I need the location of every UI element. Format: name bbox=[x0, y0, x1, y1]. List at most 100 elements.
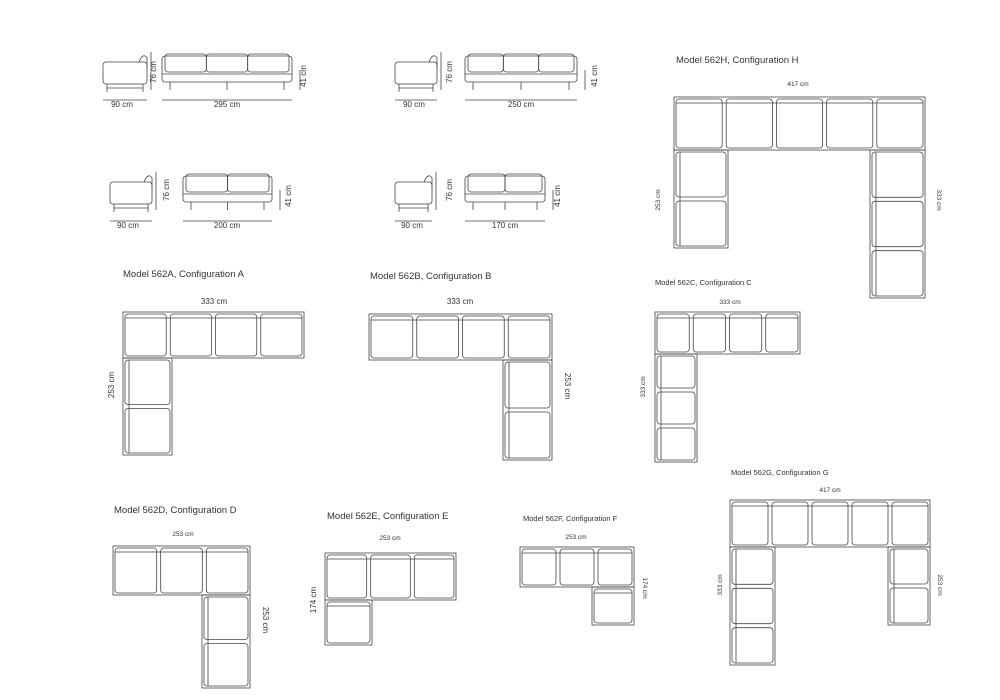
back-cushion bbox=[185, 173, 228, 193]
config-c-title: Model 562C, Configuration C bbox=[655, 278, 752, 287]
config-b-title: Model 562B, Configuration B bbox=[370, 271, 491, 282]
seat-cushion bbox=[871, 151, 924, 198]
seat-cushion bbox=[731, 627, 774, 664]
seat-cushion bbox=[776, 98, 824, 149]
seat-cushion bbox=[597, 548, 633, 586]
config-a-title: Model 562A, Configuration A bbox=[123, 269, 245, 280]
config-d-side: 253 cm bbox=[261, 607, 270, 634]
config-b-side: 253 cm bbox=[563, 373, 572, 400]
seat-cushion bbox=[675, 200, 727, 247]
seat-cushion bbox=[124, 408, 171, 454]
seat-cushion bbox=[114, 547, 158, 594]
config-h-frame bbox=[869, 149, 926, 299]
config-g-side2: 253 cm bbox=[936, 574, 943, 595]
config-f-frame bbox=[591, 586, 635, 626]
seat-cushion bbox=[462, 315, 505, 359]
config-d-width: 253 cm bbox=[172, 531, 193, 538]
config-a-frame bbox=[122, 357, 173, 456]
seat-cushion bbox=[826, 98, 874, 149]
config-h-side: 253 cm bbox=[655, 189, 662, 210]
config-h-title: Model 562H, Configuration H bbox=[676, 55, 799, 66]
back-cushion bbox=[247, 53, 290, 73]
config-d-title: Model 562D, Configuration D bbox=[114, 505, 237, 516]
elev-1-depth: 90 cm bbox=[111, 100, 133, 109]
side-view-body bbox=[394, 61, 438, 85]
elev-2-height: 76 cm bbox=[445, 61, 454, 83]
seat-cushion bbox=[889, 587, 929, 624]
config-g-side: 333 cm bbox=[717, 574, 724, 595]
elev-3-height: 76 cm bbox=[162, 179, 171, 201]
seat-cushion bbox=[811, 501, 849, 546]
back-cushion bbox=[538, 53, 575, 73]
seat-cushion bbox=[593, 588, 633, 624]
seat-cushion bbox=[215, 313, 258, 357]
config-a-frame bbox=[122, 311, 305, 359]
seat-cushion bbox=[124, 313, 167, 357]
config-e-frame bbox=[324, 552, 457, 601]
elev-4-depth: 90 cm bbox=[401, 221, 423, 230]
back-cushion bbox=[467, 173, 506, 193]
seat-cushion bbox=[507, 315, 551, 359]
seat-cushion bbox=[504, 361, 551, 409]
elev-4-seat: 41 cm bbox=[553, 185, 562, 207]
config-e-frame bbox=[324, 599, 373, 646]
config-g-frame bbox=[729, 546, 776, 666]
side-view-body bbox=[394, 181, 433, 205]
config-e-title: Model 562E, Configuration E bbox=[327, 511, 448, 522]
seat-cushion bbox=[656, 427, 696, 461]
elev-1-seat: 41 cm bbox=[299, 65, 308, 87]
elev-2-seat: 41 cm bbox=[590, 65, 599, 87]
config-a-width: 333 cm bbox=[201, 297, 228, 306]
seat-cushion bbox=[729, 313, 763, 353]
config-e-side: 174 cm bbox=[309, 587, 318, 614]
config-g-frame bbox=[729, 499, 931, 548]
seat-cushion bbox=[656, 355, 696, 389]
seat-cushion bbox=[851, 501, 889, 546]
back-cushion bbox=[205, 53, 249, 73]
seat-cushion bbox=[416, 315, 459, 359]
side-view-back bbox=[428, 55, 438, 68]
side-view-body bbox=[102, 61, 148, 85]
side-view-back bbox=[138, 55, 148, 68]
config-b-frame bbox=[502, 359, 553, 461]
config-c-side: 333 cm bbox=[640, 376, 647, 397]
back-cushion bbox=[504, 173, 543, 193]
seat-cushion bbox=[124, 359, 171, 405]
seat-cushion bbox=[675, 98, 723, 149]
seat-cushion bbox=[692, 313, 726, 353]
config-b-width: 333 cm bbox=[447, 297, 474, 306]
seat-cushion bbox=[656, 391, 696, 425]
seat-cushion bbox=[205, 547, 249, 594]
seat-cushion bbox=[260, 313, 303, 357]
elev-3-seat: 41 cm bbox=[284, 185, 293, 207]
elev-1-height: 76 cm bbox=[149, 61, 158, 83]
side-view-back bbox=[423, 175, 433, 188]
seat-cushion bbox=[731, 501, 769, 546]
elev-3-width: 200 cm bbox=[214, 221, 241, 230]
seat-cushion bbox=[203, 596, 249, 640]
elev-2-depth: 90 cm bbox=[403, 100, 425, 109]
config-f-width: 253 cm bbox=[565, 534, 586, 541]
side-view-body bbox=[109, 181, 153, 205]
config-h-side2: 333 cm bbox=[935, 189, 942, 210]
front-view-frame bbox=[161, 55, 293, 83]
back-cushion bbox=[467, 53, 504, 73]
elev-4-height: 76 cm bbox=[445, 179, 454, 201]
elev-1-width: 295 cm bbox=[214, 100, 241, 109]
seat-cushion bbox=[891, 501, 929, 546]
config-g-frame bbox=[887, 546, 931, 626]
seat-cushion bbox=[559, 548, 595, 586]
seat-cushion bbox=[504, 411, 551, 459]
config-e-width: 253 cm bbox=[379, 535, 400, 542]
seat-cushion bbox=[521, 548, 557, 586]
seat-cushion bbox=[725, 98, 773, 149]
seat-cushion bbox=[656, 313, 690, 353]
config-f-title: Model 562F, Configuration F bbox=[523, 514, 618, 523]
back-cushion bbox=[164, 53, 207, 73]
elev-2-width: 250 cm bbox=[508, 100, 535, 109]
seat-cushion bbox=[370, 554, 411, 599]
back-cushion bbox=[227, 173, 270, 193]
config-d-frame bbox=[201, 594, 251, 689]
seat-cushion bbox=[413, 554, 455, 599]
seat-cushion bbox=[675, 151, 727, 198]
